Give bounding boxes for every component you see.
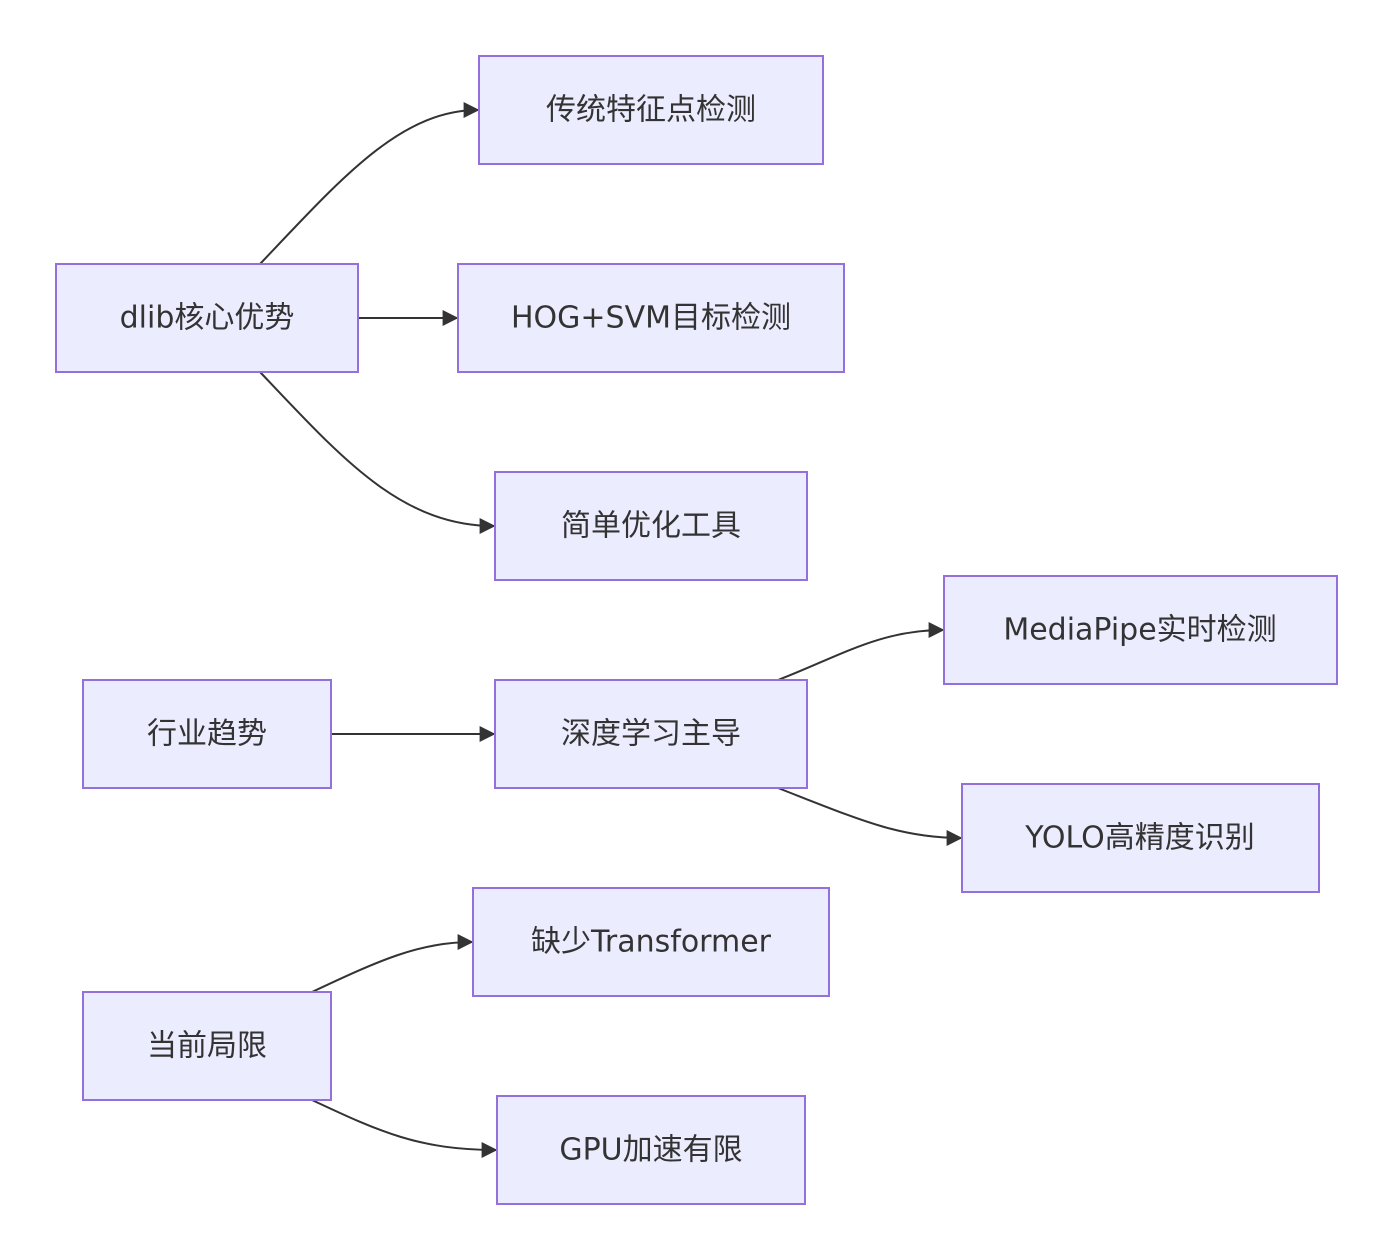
node-label: 简单优化工具 — [561, 509, 741, 544]
node-label: MediaPipe实时检测 — [1003, 613, 1276, 648]
node-label: dlib核心优势 — [120, 301, 295, 336]
nodes: dlib核心优势 传统特征点检测 HOG+SVM目标检测 简单优化工具 行业趋势… — [55, 55, 1338, 1205]
node-simple-optimization-tools[interactable]: 简单优化工具 — [494, 471, 808, 581]
edge-b1-to-b3 — [777, 787, 963, 846]
node-current-limitations[interactable]: 当前局限 — [82, 991, 332, 1101]
edge-a-to-a1 — [259, 102, 480, 265]
edge-a-to-a3 — [259, 371, 496, 534]
node-label: 行业趋势 — [147, 717, 267, 752]
node-deep-learning-dominant[interactable]: 深度学习主导 — [494, 679, 808, 789]
node-mediapipe-realtime[interactable]: MediaPipe实时检测 — [943, 575, 1338, 685]
node-traditional-landmark-detection[interactable]: 传统特征点检测 — [478, 55, 824, 165]
node-label: 传统特征点检测 — [546, 93, 756, 128]
edge-b1-to-b2 — [777, 622, 945, 681]
node-label: YOLO高精度识别 — [1024, 821, 1255, 856]
node-label: GPU加速有限 — [559, 1133, 742, 1168]
node-lacks-transformer[interactable]: 缺少Transformer — [472, 887, 830, 997]
node-yolo-high-accuracy[interactable]: YOLO高精度识别 — [961, 783, 1320, 893]
node-industry-trends[interactable]: 行业趋势 — [82, 679, 332, 789]
node-label: 缺少Transformer — [531, 925, 772, 960]
node-limited-gpu-acceleration[interactable]: GPU加速有限 — [496, 1095, 806, 1205]
edge-c-to-c1 — [311, 934, 474, 993]
node-dlib-core-advantages[interactable]: dlib核心优势 — [55, 263, 359, 373]
node-label: 当前局限 — [147, 1029, 267, 1064]
edges — [259, 102, 963, 1158]
node-label: 深度学习主导 — [561, 717, 741, 752]
node-hog-svm-detection[interactable]: HOG+SVM目标检测 — [457, 263, 845, 373]
edge-c-to-c2 — [311, 1099, 498, 1158]
node-label: HOG+SVM目标检测 — [511, 301, 791, 336]
